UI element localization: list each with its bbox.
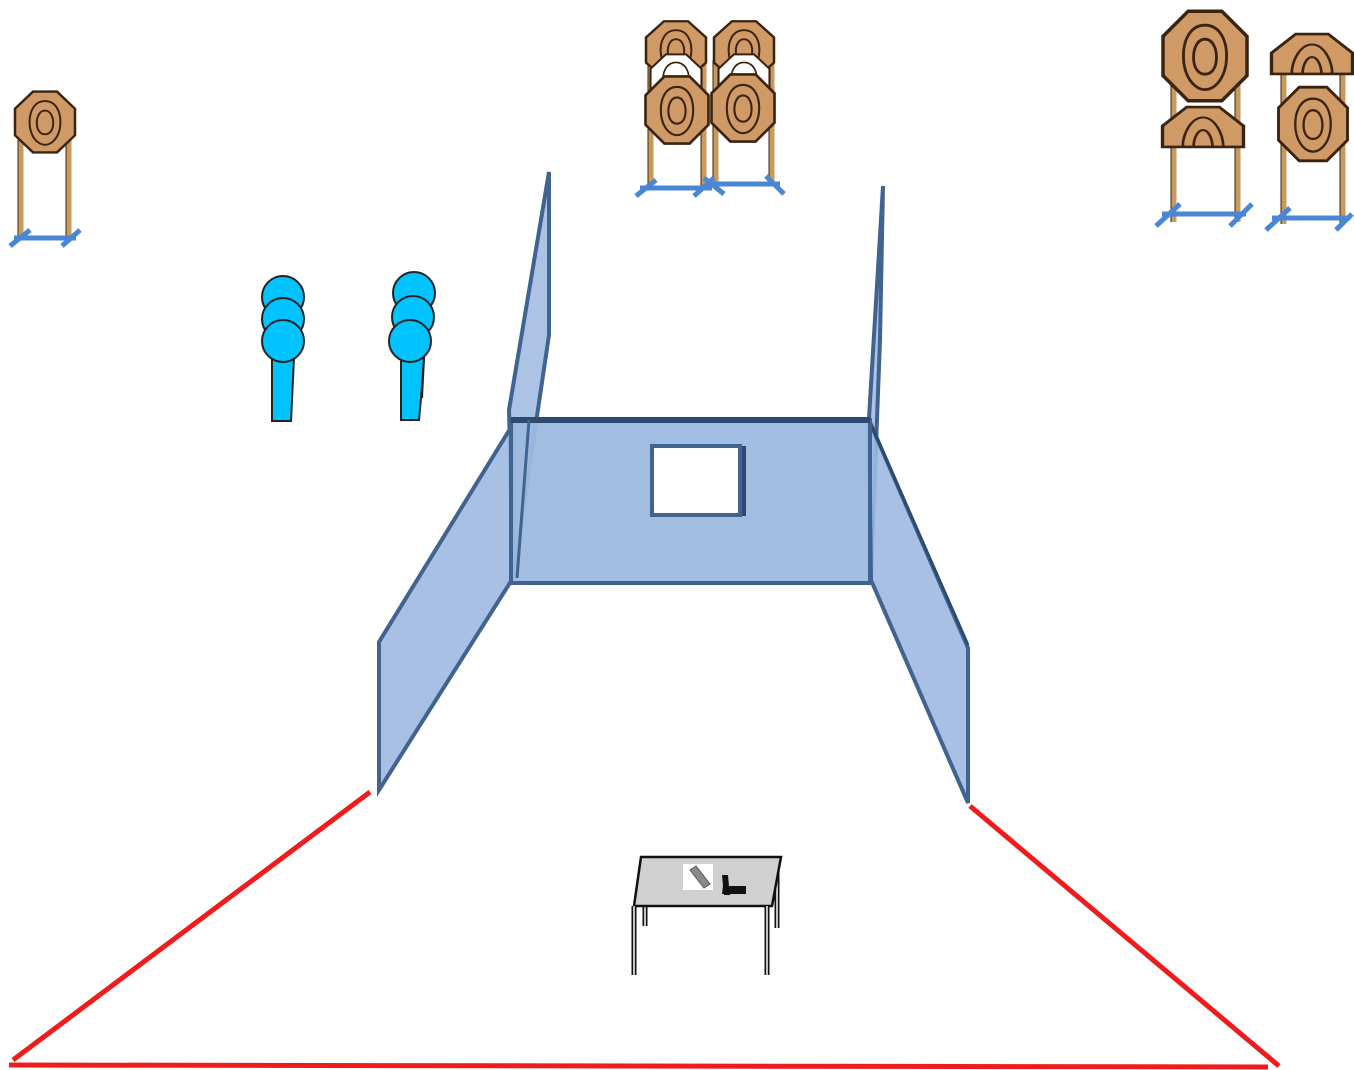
hard-cover-target [1269,32,1354,76]
pistol-icon [722,875,746,895]
paper-target [1161,9,1249,103]
paper-target [644,75,710,145]
fault-lines [8,790,1281,1070]
paper-target [1277,85,1349,163]
target-stand-right-1 [1154,9,1254,228]
wall-left-wing [377,416,515,797]
magazine-icon [683,864,713,890]
paper-target [710,73,776,143]
wall-right-wing [867,419,970,804]
paper-target [13,90,77,154]
start-table [631,855,783,975]
target-stand-right-2 [1264,32,1354,232]
popper-left [261,275,305,422]
target-stand-left [8,90,82,248]
target-stand-center [634,19,786,198]
popper-right [388,271,436,421]
wall-window [650,444,746,517]
